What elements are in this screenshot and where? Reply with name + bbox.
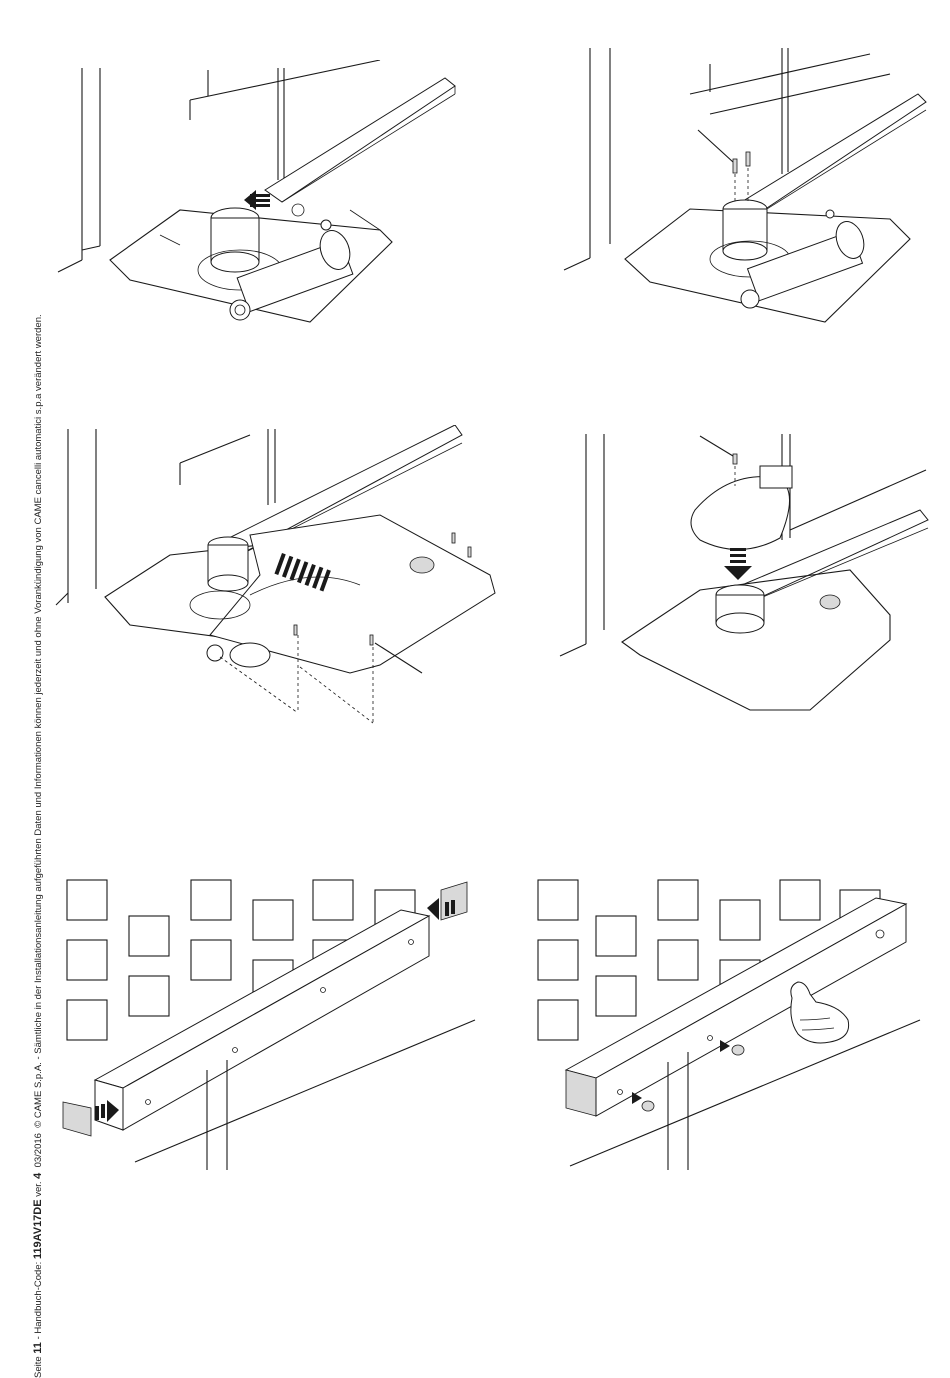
figure-cover-plate-mounting	[50, 425, 510, 735]
manual-code-label: - Handbuch-Code:	[33, 1259, 44, 1342]
footer-strip: Seite 11 - Handbuch-Code: 119AV17DE ver.…	[30, 238, 46, 1378]
figure-motor-arm-mounting	[50, 60, 470, 360]
page-prefix: Seite	[33, 1354, 44, 1378]
date: 03/2016	[33, 1133, 44, 1167]
page-number: 11	[32, 1342, 44, 1354]
figure-arm-screw-fixing	[550, 44, 930, 344]
figure-arm-screw-caps	[530, 870, 930, 1170]
manual-code: 119AV17DE	[32, 1199, 44, 1259]
figure-cap-cover-fitting	[550, 430, 930, 730]
version-number: 4	[32, 1173, 44, 1179]
copyright-text: © CAME S.p.A. - Sämtliche in der Install…	[33, 314, 44, 1127]
version-label: ver.	[33, 1179, 44, 1200]
figure-arm-end-caps-insertion	[55, 870, 485, 1170]
